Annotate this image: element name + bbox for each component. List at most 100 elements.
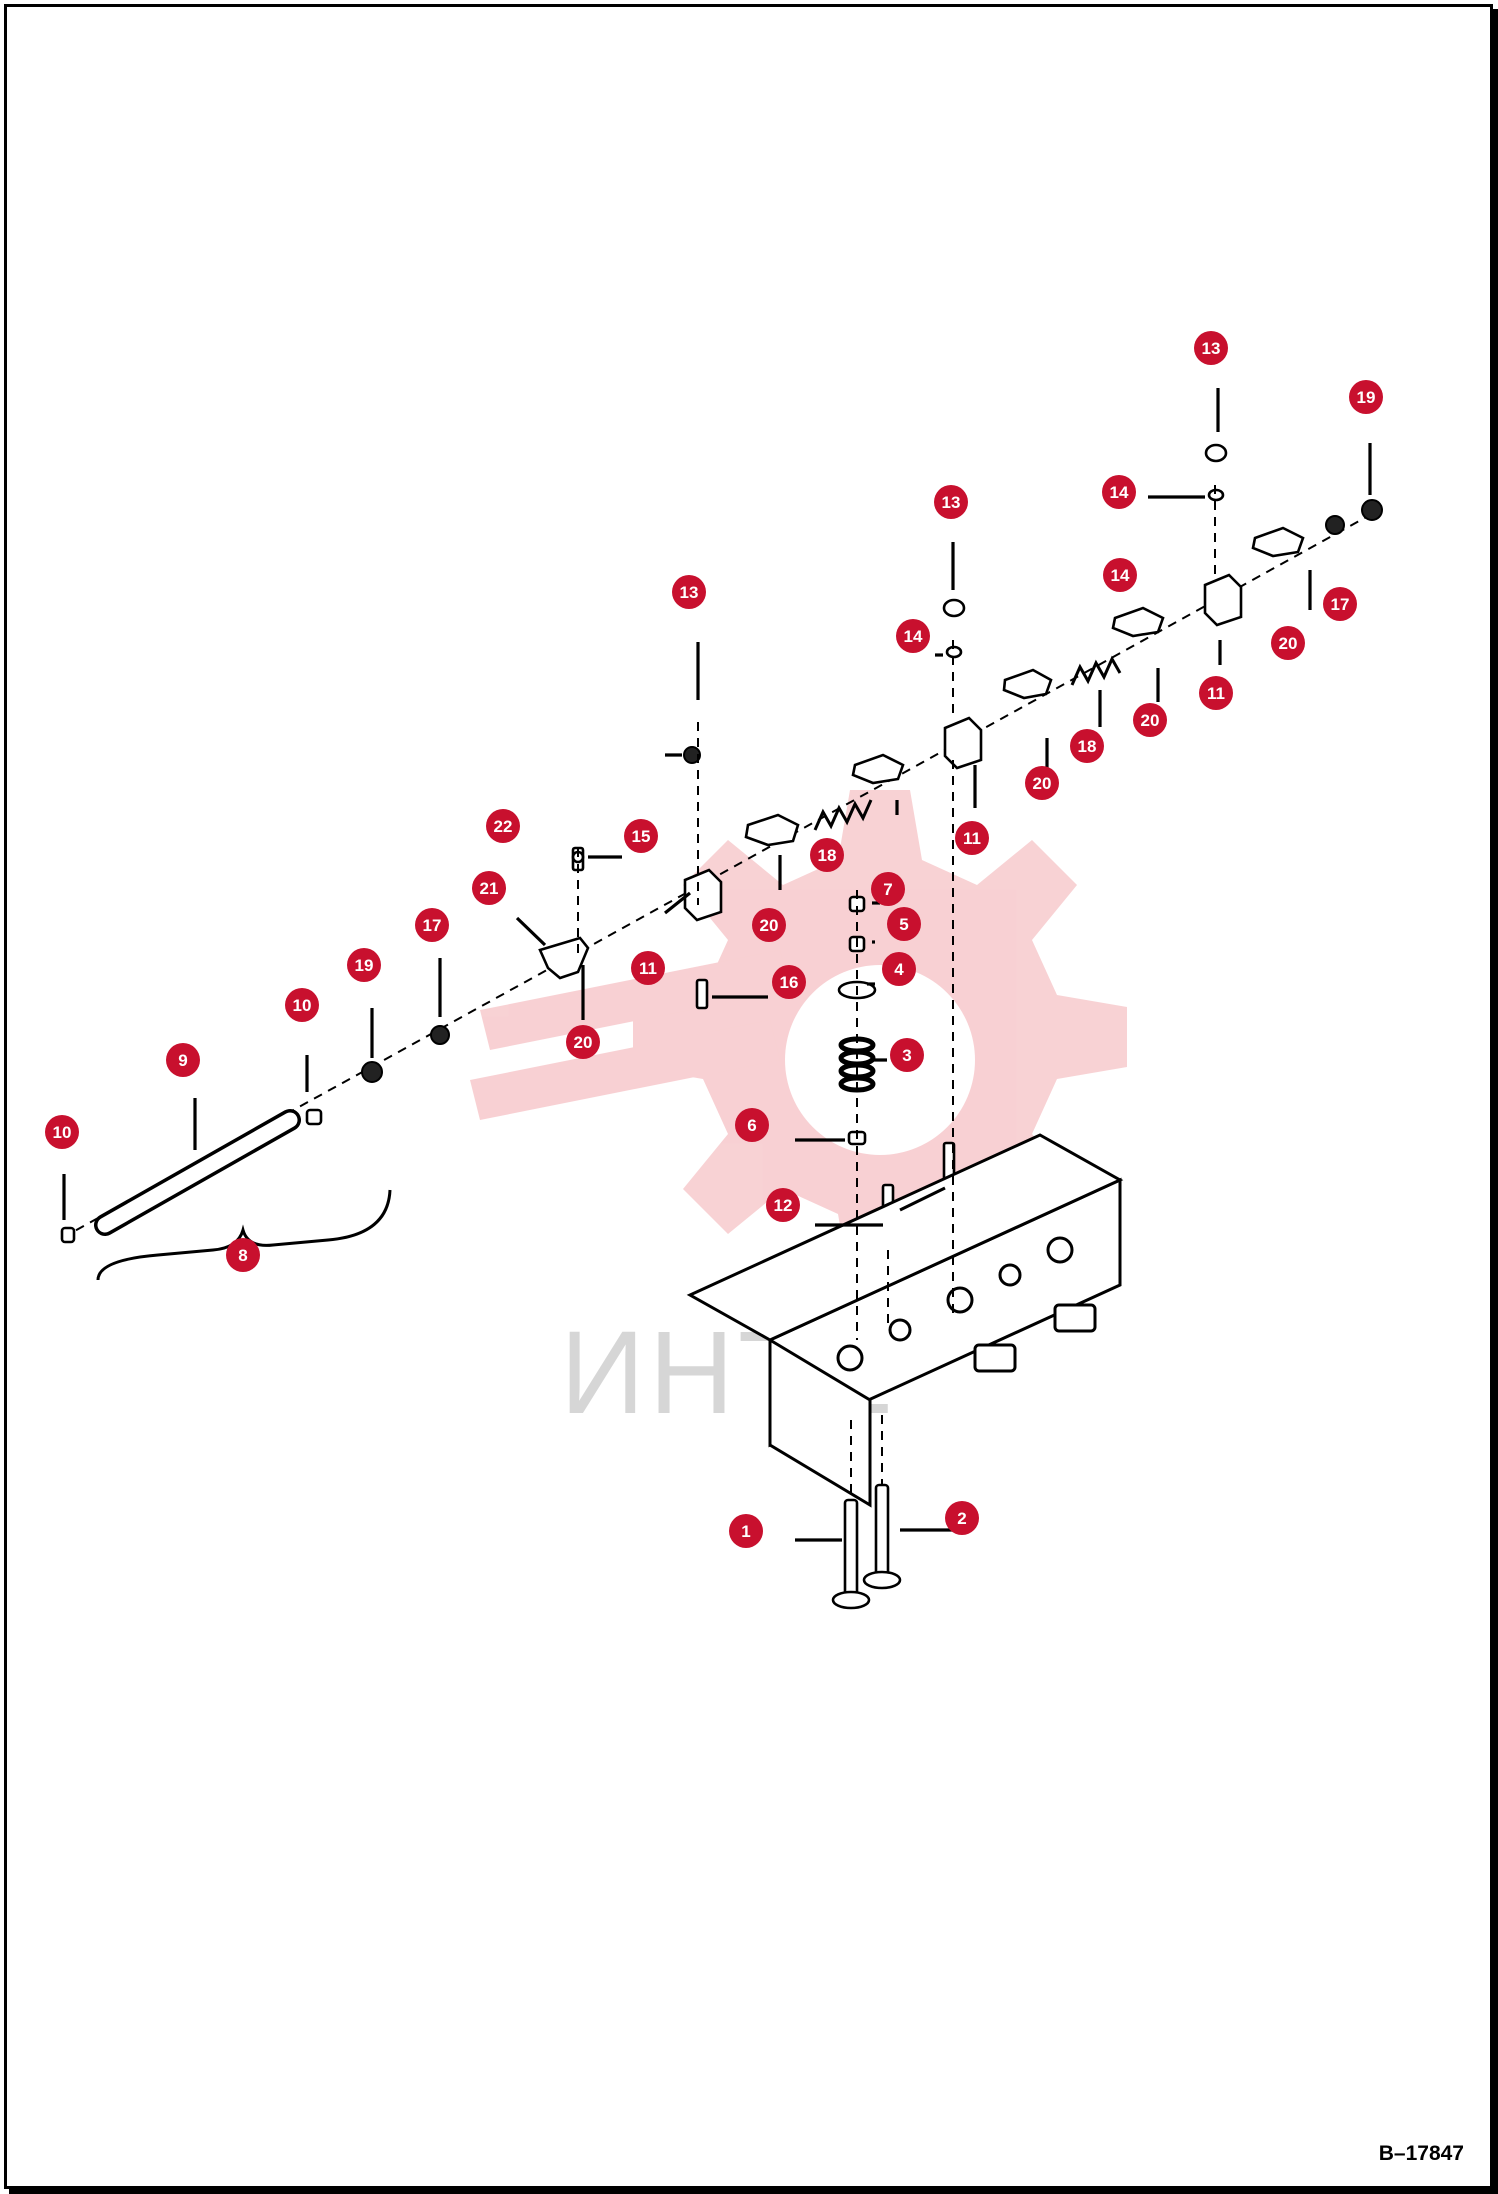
callout-number: 20 [1141,711,1160,730]
callout-circle [890,1038,924,1072]
callout-circle [887,907,921,941]
callout-12: 12 [766,1188,800,1222]
callout-2: 2 [945,1501,979,1535]
callout-circle [226,1238,260,1272]
callout-number: 14 [1110,483,1129,502]
callout-circle [1199,676,1233,710]
callout-number: 1 [741,1522,750,1541]
callout-number: 22 [494,817,513,836]
callout-circle [871,872,905,906]
callout-number: 12 [774,1196,793,1215]
callout-circle [752,908,786,942]
callout-number: 18 [818,846,837,865]
assembly-lines [577,485,1216,1500]
callout-20: 20 [566,1025,600,1059]
callout-number: 20 [760,916,779,935]
callout-number: 10 [293,996,312,1015]
callout-19: 19 [1349,380,1383,414]
callout-7: 7 [871,872,905,906]
callout-number: 11 [1207,684,1225,703]
callout-20: 20 [1133,703,1167,737]
callout-number: 13 [942,493,961,512]
callout-number: 20 [574,1033,593,1052]
drawing-number: B–17847 [1378,2142,1464,2165]
callout-11: 11 [1199,676,1233,710]
callout-22: 22 [486,809,520,843]
callout-circle [1102,475,1136,509]
callout-circle [1271,626,1305,660]
callout-17: 17 [1323,587,1357,621]
callout-5: 5 [887,907,921,941]
callout-circle [882,952,916,986]
callout-circle [1025,766,1059,800]
callout-number: 10 [53,1123,72,1142]
callout-number: 19 [355,956,374,975]
callout-number: 7 [883,880,892,899]
callout-21: 21 [472,871,506,905]
callout-number: 4 [894,960,904,979]
callout-14: 14 [1102,475,1136,509]
callout-circle [347,948,381,982]
callout-circle [735,1108,769,1142]
callout-circle [166,1043,200,1077]
callout-circle [955,821,989,855]
drawing-frame [4,4,1493,2189]
callout-3: 3 [890,1038,924,1072]
callout-circle [472,871,506,905]
callout-number: 13 [680,583,699,602]
callout-number: 17 [1331,595,1350,614]
callout-number: 8 [238,1246,247,1265]
callout-number: 14 [904,627,923,646]
callout-circle [631,951,665,985]
callout-circle [934,485,968,519]
callout-circle [1323,587,1357,621]
callout-13: 13 [934,485,968,519]
callout-14: 14 [1103,558,1137,592]
callout-circle [624,819,658,853]
callout-number: 2 [957,1509,966,1528]
valves [831,1483,902,1610]
callout-11: 11 [631,951,665,985]
callout-circle [945,1501,979,1535]
callout-number: 11 [639,959,657,978]
callout-circle [896,619,930,653]
callout-circle [1349,380,1383,414]
callout-9: 9 [166,1043,200,1077]
callout-number: 21 [480,879,499,898]
callout-number: 19 [1357,388,1376,407]
callout-20: 20 [1025,766,1059,800]
callout-20: 20 [752,908,786,942]
callout-circle [1133,703,1167,737]
callout-number: 15 [632,827,651,846]
callout-circle [285,988,319,1022]
callout-circle [1194,331,1228,365]
shaft-small-parts [60,499,1383,1244]
callout-number: 16 [780,973,799,992]
pushrod-part [94,1109,301,1236]
callout-10: 10 [285,988,319,1022]
callout-number: 11 [963,829,981,848]
callout-circle [766,1188,800,1222]
leader-lines [62,388,1372,1542]
callout-circle [729,1514,763,1548]
callout-14: 14 [896,619,930,653]
callout-10: 10 [45,1115,79,1149]
callout-15: 15 [624,819,658,853]
callout-number: 3 [902,1046,911,1065]
callout-circle [415,908,449,942]
callout-number: 13 [1202,339,1221,358]
callout-circle [1103,558,1137,592]
callout-number: 18 [1078,737,1097,756]
callout-circle [1070,729,1104,763]
callout-circle [45,1115,79,1149]
assembly-brace [96,1189,392,1281]
callout-circle [566,1025,600,1059]
callout-number: 6 [747,1116,756,1135]
callout-18: 18 [810,838,844,872]
callout-number: 14 [1111,566,1130,585]
callout-13: 13 [672,575,706,609]
callout-circle [810,838,844,872]
callout-13: 13 [1194,331,1228,365]
